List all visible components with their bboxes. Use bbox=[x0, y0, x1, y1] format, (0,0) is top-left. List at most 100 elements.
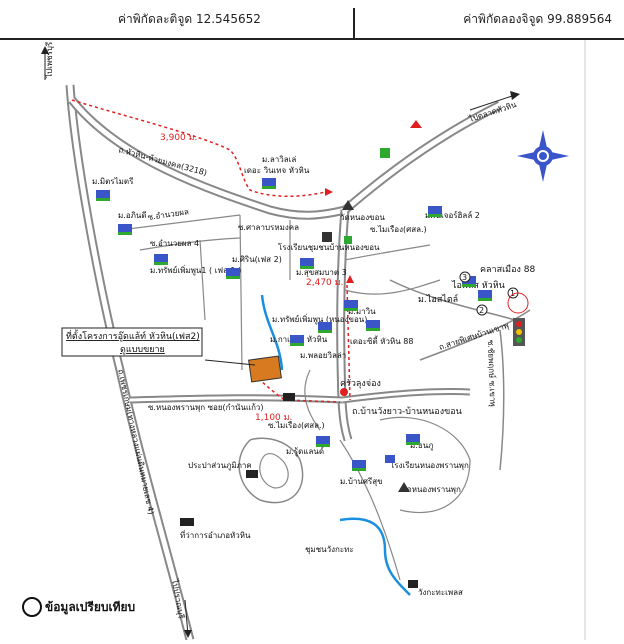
latitude-label: ค่าพิกัดละติจูด 12.545652 bbox=[118, 12, 261, 26]
map-element bbox=[300, 266, 314, 269]
header-divider bbox=[353, 8, 355, 38]
wang-kathe-pels-label: วังกะทะเพลส bbox=[418, 588, 463, 597]
seven-eleven-icon bbox=[380, 148, 390, 158]
map-element bbox=[539, 164, 547, 182]
m-mitmaitri-label: ม.มิตรไมตรี bbox=[92, 177, 134, 186]
stream-2 bbox=[339, 517, 411, 596]
wat-nong-khon-label: วัดหนองขอน bbox=[340, 213, 385, 222]
to-phetchaburi-label: ไปเพชรบุรี bbox=[45, 41, 54, 79]
map-element bbox=[339, 439, 401, 581]
map-element bbox=[184, 599, 189, 636]
map-element bbox=[428, 214, 442, 217]
road-ban-wangyao-label: ถ.บ้านวังยาว-บ้านหนองขอน bbox=[352, 406, 462, 417]
wat-nong-phran-phuk-label: วัดหนองพรานพุก bbox=[402, 485, 461, 494]
house-icon bbox=[154, 254, 168, 265]
marker-2 bbox=[476, 304, 488, 316]
map-element bbox=[510, 91, 520, 100]
map-element bbox=[539, 152, 547, 160]
soi-mai-rueang2-label: ซ.ไมเรือง(ศสล.) bbox=[268, 421, 325, 430]
coordinates-header: ค่าพิกัดละติจูด 12.545652 ค่าพิกัดลองจิจ… bbox=[0, 0, 624, 40]
house-icon bbox=[226, 268, 240, 279]
house-icon bbox=[300, 258, 314, 269]
m-ruthland-label: ม.รู้ดแลนด์ bbox=[286, 446, 324, 457]
district-office-label: ที่ว่าการอำเภอหัวหิน bbox=[180, 529, 251, 540]
gas-station-icon bbox=[410, 120, 422, 128]
district-office-icon bbox=[180, 518, 194, 526]
m-sukamabat3-label: ม.สุขสมบาต 3 bbox=[296, 268, 347, 277]
map-element bbox=[96, 190, 110, 198]
community-wang-kathe-label: ชุมชนวังกะทะ bbox=[305, 545, 354, 554]
map-element bbox=[290, 335, 304, 343]
map-element bbox=[316, 444, 330, 447]
map-element bbox=[478, 290, 492, 298]
map-element bbox=[262, 186, 276, 189]
map-element bbox=[517, 152, 535, 160]
house-icon bbox=[316, 436, 330, 447]
map-element bbox=[61, 327, 203, 357]
m-ailas-label: ไอพลัส หัวหิน bbox=[451, 280, 505, 291]
house-icon bbox=[118, 224, 132, 235]
house-icon bbox=[366, 320, 380, 331]
map-element bbox=[96, 198, 110, 201]
distance-3900: 3,900 ม. bbox=[160, 133, 197, 143]
soi-salabrommamongkol-label: ซ.ศาลาบรหมงคล bbox=[238, 223, 299, 232]
house-icon bbox=[344, 300, 358, 311]
map-element bbox=[507, 292, 529, 314]
map-element: 3 bbox=[462, 273, 467, 282]
map-element bbox=[290, 343, 304, 346]
map-element bbox=[539, 130, 547, 148]
legend-label: ข้อมูลเปรียบเทียบ bbox=[45, 599, 136, 614]
map-element bbox=[344, 300, 358, 308]
distance-1100: 1,100 ม. bbox=[255, 413, 292, 423]
map-element bbox=[406, 434, 420, 442]
map-element bbox=[238, 437, 304, 504]
m-dehav-vintage-label: เดอะ วินเทจ หัวหิน bbox=[244, 166, 310, 175]
m-thabpheephunsook-nk-label: ม.ทรัพย์เพิ่มพูน (หนองขอน) bbox=[272, 313, 367, 325]
reservoir-icon bbox=[246, 470, 258, 478]
school-ban-nong-khon-label: โรงเรียนชุมชนบ้านหนองขอน bbox=[278, 242, 380, 252]
soi-ban-khao-klang-label: ถ.สายพิเศษบ้านเขาพุ bbox=[438, 321, 510, 352]
project-plot bbox=[248, 355, 282, 383]
map-element bbox=[318, 330, 332, 333]
map-element bbox=[304, 369, 321, 431]
wang-kathe-icon bbox=[408, 580, 418, 588]
map-element bbox=[406, 442, 420, 445]
map-element bbox=[352, 460, 366, 468]
m-arkhindi-label: ม.อภินดี bbox=[118, 211, 147, 220]
map-element bbox=[199, 239, 206, 321]
legend-circle-icon bbox=[22, 597, 42, 617]
soi-amnuayphon4-label: ซ.อำนวยผล 4 bbox=[150, 239, 199, 248]
map-element bbox=[341, 390, 471, 402]
m-ban-sriisuk-label: ม.บ้านศรีสุข bbox=[340, 477, 383, 486]
map-element bbox=[139, 237, 241, 251]
map-element bbox=[516, 329, 522, 335]
to-market-label: ไปตลาดหัวหิน bbox=[467, 100, 518, 124]
map-element bbox=[344, 308, 358, 311]
project-sub-label: ดูแบบขยาย bbox=[120, 345, 165, 355]
map-element bbox=[344, 279, 441, 295]
soi-nong-phran-phuk-label: ซ.หนองพรานพุก ซอย(กำนันแก้ว) bbox=[148, 403, 264, 412]
m-laviale-label: ม.ลาวิลเล่ bbox=[262, 155, 296, 164]
m-nepcherdhills2-label: ม.เนเจอร์ฮิลล์ 2 bbox=[425, 210, 480, 220]
project-label: ที่ตั้งโครงการอู๊ดแล้ท์ หัวหิน(เฟส2) bbox=[66, 329, 200, 342]
map-element bbox=[419, 309, 531, 361]
road-huahin-huaymongkol bbox=[68, 97, 347, 220]
map-element bbox=[469, 94, 516, 111]
map-element bbox=[184, 630, 192, 638]
khrua-lung-jong-label: ครัวลุงจ่อง bbox=[340, 379, 381, 389]
map-element bbox=[516, 337, 522, 343]
stream-1 bbox=[260, 294, 284, 371]
map-element bbox=[338, 209, 351, 441]
map-element bbox=[154, 262, 168, 265]
longitude-label: ค่าพิกัดลองจิจูด 99.889564 bbox=[463, 12, 612, 26]
map-element bbox=[41, 46, 49, 54]
house-icon bbox=[96, 190, 110, 201]
map-element: 2 bbox=[479, 306, 484, 315]
house-icon bbox=[262, 178, 276, 189]
house-icon bbox=[290, 335, 304, 346]
map-element bbox=[366, 328, 380, 331]
school-icon bbox=[322, 232, 332, 242]
map-element bbox=[204, 359, 256, 366]
house-icon bbox=[428, 206, 442, 217]
map-element bbox=[428, 206, 442, 214]
